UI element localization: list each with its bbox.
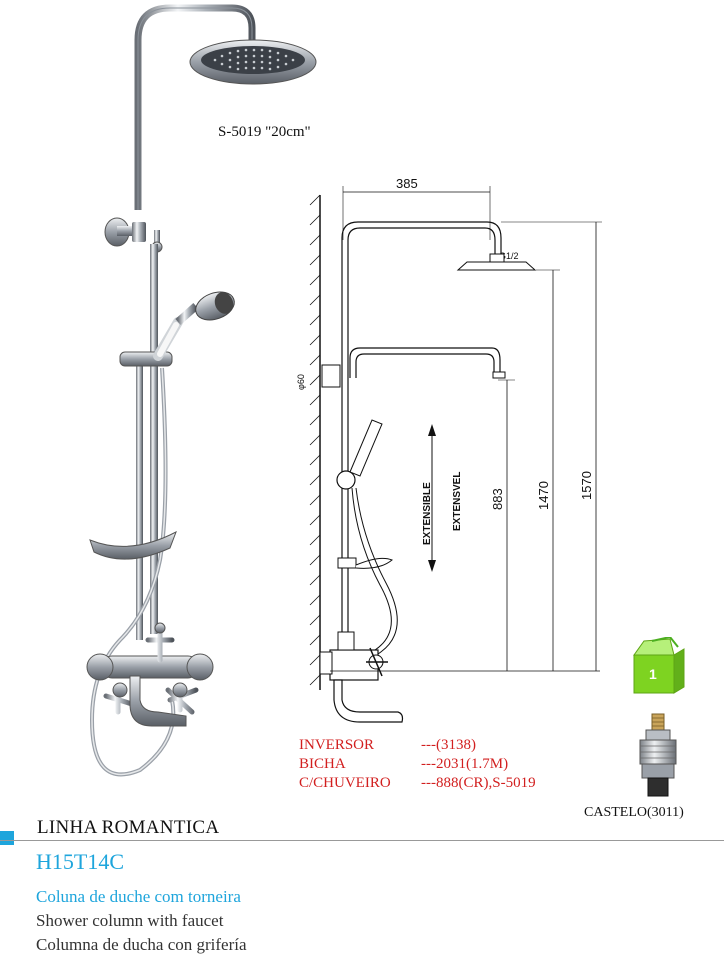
package-box-icon: 1 (633, 637, 685, 694)
product-code: H15T14C (36, 849, 124, 874)
diameter-label: φ60 (296, 374, 306, 390)
spec-row-chuveiro: C/CHUVEIRO ---888(CR),S-5019 (299, 774, 536, 793)
head-model-caption: S-5019 "20cm" (218, 124, 311, 140)
dim-1470: 1470 (536, 481, 551, 510)
spec-value: ---2031(1.7M) (421, 756, 509, 772)
cartridge-icon (639, 713, 677, 797)
shower-column-photo (86, 4, 317, 777)
spec-label: INVERSOR (299, 737, 375, 753)
spec-label: C/CHUVEIRO (299, 775, 391, 791)
description-en: Shower column with faucet (36, 911, 224, 930)
dim-883: 883 (490, 488, 505, 510)
spec-row-bicha: BICHA ---2031(1.7M) (299, 755, 536, 774)
spec-label: BICHA (299, 756, 346, 772)
product-line-name: LINHA ROMANTICA (37, 817, 220, 838)
spec-value: ---(3138) (421, 737, 476, 753)
accent-square (0, 831, 14, 845)
extensvel-label: EXTENSVEL (452, 472, 463, 531)
extensible-label: EXTENSIBLE (422, 482, 433, 545)
thread-label: G1/2 (499, 251, 519, 261)
dim-1570: 1570 (579, 471, 594, 500)
technical-drawing: 385 G1/2 φ60 EXTENSIBLE EXTENSVEL 883 14… (296, 176, 602, 723)
spec-list: INVERSOR ---(3138) BICHA ---2031(1.7M) C… (299, 736, 536, 793)
spec-row-inversor: INVERSOR ---(3138) (299, 736, 536, 755)
description-pt: Coluna de duche com torneira (36, 887, 241, 906)
description-es: Columna de ducha con grifería (36, 935, 247, 954)
cartridge-label: CASTELO(3011) (584, 805, 684, 820)
divider (0, 840, 724, 841)
box-number: 1 (649, 666, 657, 682)
spec-value: ---888(CR),S-5019 (421, 775, 536, 791)
dim-385: 385 (396, 176, 418, 191)
